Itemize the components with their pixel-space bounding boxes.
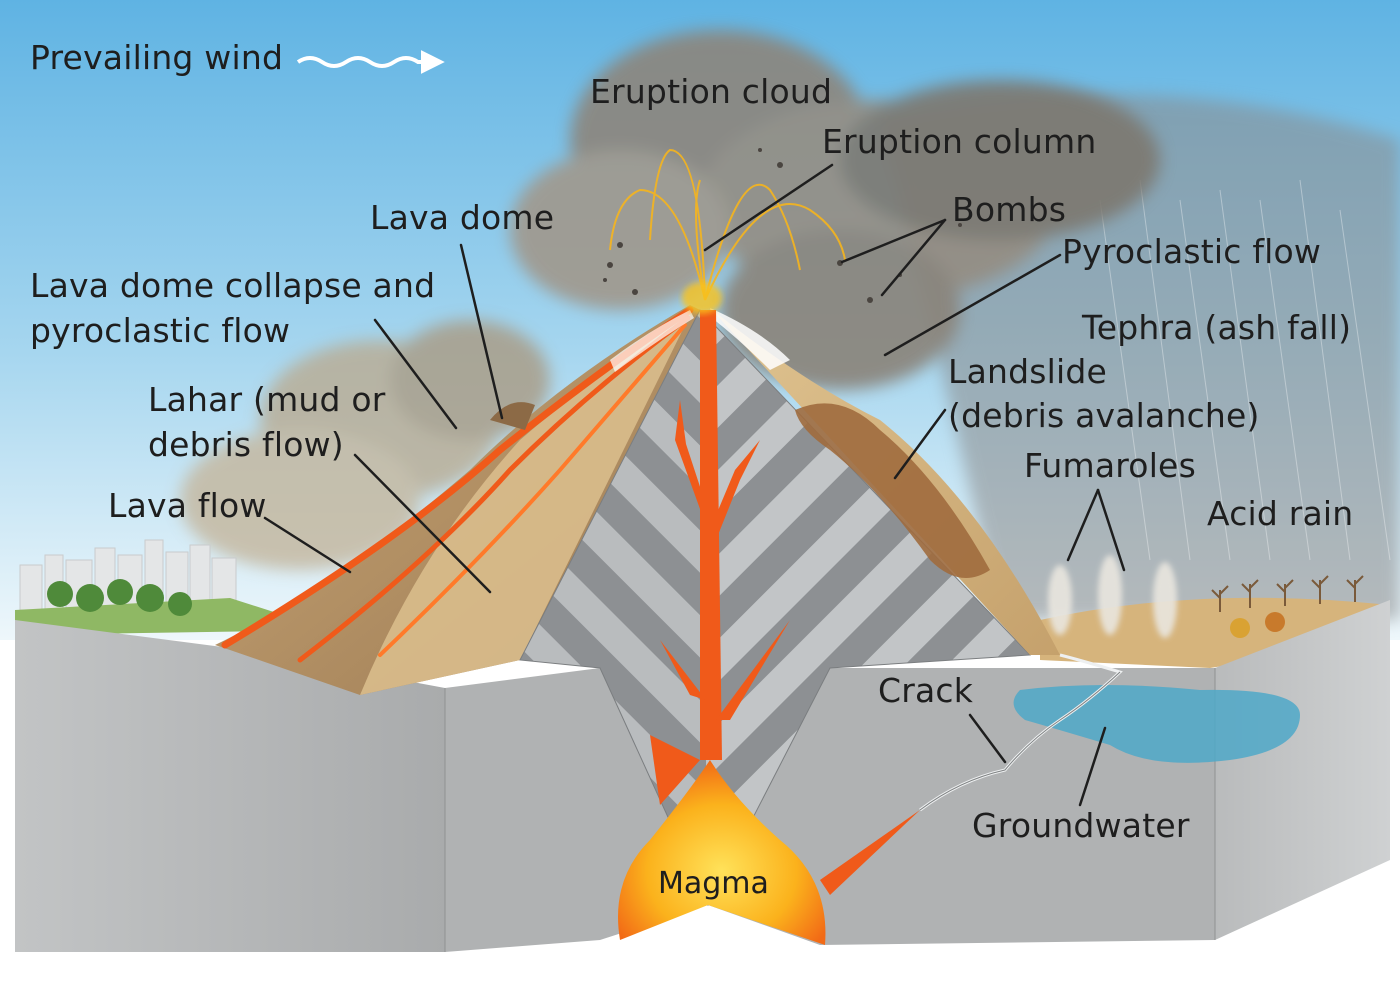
lahar-deposit — [360, 315, 690, 695]
label-lava-dome: Lava dome — [370, 198, 555, 237]
label-landslide-line2: (debris avalanche) — [948, 396, 1260, 435]
acid-rain-streaks — [1099, 179, 1391, 561]
landslide-scar — [795, 403, 990, 578]
leader-lines — [263, 163, 1126, 807]
label-crack: Crack — [878, 671, 974, 710]
label-landslide-line1: Landslide — [948, 352, 1108, 391]
rock-block-right — [1215, 600, 1390, 940]
label-groundwater: Groundwater — [972, 806, 1190, 845]
label-lava-dome-collapse-line1: Lava dome collapse and — [30, 266, 436, 305]
label-prevailing-wind: Prevailing wind — [30, 38, 284, 77]
bare-trees — [1211, 575, 1364, 612]
label-fumaroles: Fumaroles — [1024, 446, 1196, 485]
trees — [47, 579, 192, 616]
groundwater — [1013, 685, 1300, 763]
strata-right — [700, 310, 1030, 905]
magma-system — [650, 310, 920, 895]
magma-chamber — [618, 760, 826, 945]
wind-arrow — [296, 50, 445, 74]
label-eruption-cloud: Eruption cloud — [590, 72, 833, 111]
label-lava-dome-collapse-line2: pyroclastic flow — [30, 311, 291, 350]
label-tephra: Tephra (ash fall) — [1082, 308, 1352, 347]
eruption-column — [609, 148, 846, 301]
lava-dome-bump — [490, 402, 535, 430]
fumarole-plumes — [1048, 555, 1177, 638]
label-lava-flow: Lava flow — [108, 486, 267, 525]
label-pyroclastic-flow: Pyroclastic flow — [1062, 232, 1322, 271]
label-lahar-line2: debris flow) — [148, 425, 344, 464]
label-magma: Magma — [658, 866, 769, 901]
eruption-cloud — [510, 30, 1160, 390]
label-bombs: Bombs — [952, 190, 1067, 229]
rock-block-front-left — [15, 620, 445, 952]
label-lahar-line1: Lahar (mud or — [148, 380, 386, 419]
label-acid-rain: Acid rain — [1207, 494, 1354, 533]
label-eruption-column: Eruption column — [822, 122, 1097, 161]
